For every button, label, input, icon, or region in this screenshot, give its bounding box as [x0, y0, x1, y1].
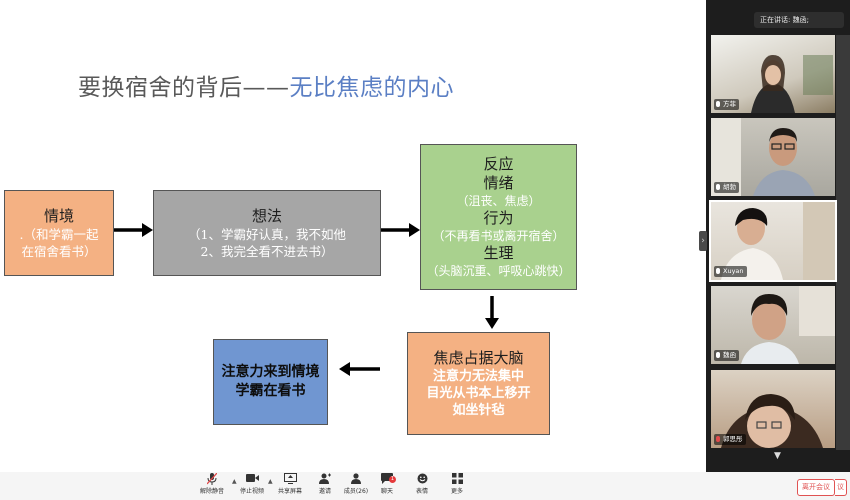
- more-label: 更多: [450, 488, 463, 495]
- chat-icon: [369, 473, 405, 487]
- share-screen-label: 共享屏幕: [277, 488, 302, 495]
- mic-muted-icon: [194, 472, 230, 487]
- video-tile[interactable]: Xuyan: [709, 200, 837, 282]
- attention-box: 注意力来到情境 学霸在看书: [213, 339, 328, 425]
- arrow-reaction-to-anxiety: [485, 296, 499, 329]
- participant-video: [741, 286, 835, 364]
- chat-button[interactable]: 聊天: [369, 473, 405, 499]
- video-options-caret[interactable]: ▲: [268, 478, 273, 485]
- unmute-label: 解除静音: [199, 488, 224, 495]
- members-icon: [338, 473, 374, 487]
- leave-meeting-button[interactable]: 离开会议: [797, 479, 835, 496]
- members-button[interactable]: 成员(26): [338, 473, 374, 499]
- participant-name: 胡勃: [714, 182, 739, 193]
- participant-video: [721, 202, 835, 280]
- situation-line-1: .（和学霸一起: [19, 227, 99, 242]
- situation-box: 情境 .（和学霸一起 在宿舍看书）: [4, 190, 114, 276]
- participant-name: 方菲: [714, 99, 739, 110]
- invite-button[interactable]: 邀请: [307, 473, 343, 499]
- more-icon: [439, 473, 475, 487]
- invite-icon: [307, 473, 343, 487]
- situation-heading: 情境: [43, 207, 74, 225]
- reaction-heading: 反应: [483, 155, 514, 173]
- slide-title: 要换宿舍的背后——无比焦虑的内心: [78, 68, 454, 102]
- camera-icon: [234, 473, 270, 487]
- mic-muted-icon: [716, 436, 720, 442]
- participant-video: [721, 394, 823, 448]
- stop-video-button[interactable]: 停止视频: [234, 473, 270, 499]
- participant-name: 郭思彤: [714, 434, 746, 445]
- thought-line-1: （1、学霸好认真，我不如他: [188, 227, 346, 242]
- emoji-button[interactable]: 表情: [404, 473, 440, 499]
- participant-name: 魏函: [714, 350, 739, 361]
- physio-text: （头脑沉重、呼吸心跳快）: [426, 264, 571, 278]
- video-tile[interactable]: 胡勃: [711, 118, 835, 196]
- emotion-text: （沮丧、焦虑）: [456, 194, 541, 208]
- chat-label: 聊天: [380, 488, 393, 495]
- emoji-icon: [404, 473, 440, 487]
- mic-icon: [716, 101, 720, 107]
- mic-icon: [716, 268, 720, 274]
- behavior-label: 行为: [483, 209, 514, 227]
- emotion-label: 情绪: [483, 174, 514, 192]
- collapse-panel-button[interactable]: ›: [699, 231, 707, 251]
- speaking-indicator: 正在讲话: 魏函;: [754, 12, 844, 28]
- participant-video: [751, 55, 833, 113]
- share-screen-icon: [272, 473, 308, 487]
- attention-line-1: 注意力来到情境: [221, 364, 320, 380]
- share-screen-button[interactable]: 共享屏幕: [272, 473, 308, 499]
- participant-name: Xuyan: [714, 266, 747, 277]
- arrow-thought-to-reaction: [381, 223, 420, 237]
- thought-box: 想法 （1、学霸好认真，我不如他 2、我完全看不进去书）: [153, 190, 381, 276]
- attention-line-2: 学霸在看书: [235, 383, 306, 399]
- slide-title-highlight: 无比焦虑的内心: [289, 75, 454, 101]
- mic-icon: [716, 184, 720, 190]
- anxiety-line-3: 如坐针毡: [452, 403, 505, 418]
- arrow-anxiety-to-attention: [339, 362, 380, 376]
- thought-line-2: 2、我完全看不进去书）: [200, 244, 334, 259]
- reaction-box: 反应 情绪 （沮丧、焦虑） 行为 （不再看书或离开宿舍） 生理 （头脑沉重、呼吸…: [420, 144, 577, 290]
- video-tile[interactable]: 方菲: [711, 35, 835, 113]
- unmute-button[interactable]: 解除静音: [194, 472, 230, 499]
- audio-options-caret[interactable]: ▲: [232, 478, 237, 485]
- emoji-label: 表情: [415, 488, 428, 495]
- video-tile[interactable]: 郭思彤: [711, 370, 835, 448]
- anxiety-line-1: 注意力无法集中: [432, 369, 524, 384]
- members-label: 成员(26): [343, 488, 369, 495]
- stop-video-label: 停止视频: [239, 488, 264, 495]
- anxiety-heading: 焦虑占据大脑: [433, 349, 524, 367]
- mic-icon: [716, 352, 720, 358]
- situation-line-2: 在宿舍看书）: [21, 244, 97, 259]
- arrow-situation-to-thought: [114, 223, 153, 237]
- video-tile[interactable]: 魏函: [711, 286, 835, 364]
- anxiety-box: 焦虑占据大脑 注意力无法集中 目光从书本上移开 如坐针毡: [407, 332, 550, 435]
- behavior-text: （不再看书或离开宿舍）: [432, 229, 565, 243]
- panel-scrollbar[interactable]: [836, 35, 850, 450]
- anxiety-line-2: 目光从书本上移开: [426, 386, 531, 401]
- scroll-down-icon[interactable]: ▼: [774, 451, 781, 461]
- leave-meeting-button-edge[interactable]: 议: [835, 479, 847, 496]
- invite-label: 邀请: [318, 488, 331, 495]
- chat-badge: 1: [389, 476, 396, 483]
- slide-title-prefix: 要换宿舍的背后——: [78, 75, 290, 101]
- more-button[interactable]: 更多: [439, 473, 475, 499]
- presentation-slide: 要换宿舍的背后——无比焦虑的内心 情境 .（和学霸一起 在宿舍看书） 想法 （1…: [4, 68, 577, 435]
- thought-heading: 想法: [251, 207, 282, 225]
- physio-label: 生理: [483, 244, 514, 262]
